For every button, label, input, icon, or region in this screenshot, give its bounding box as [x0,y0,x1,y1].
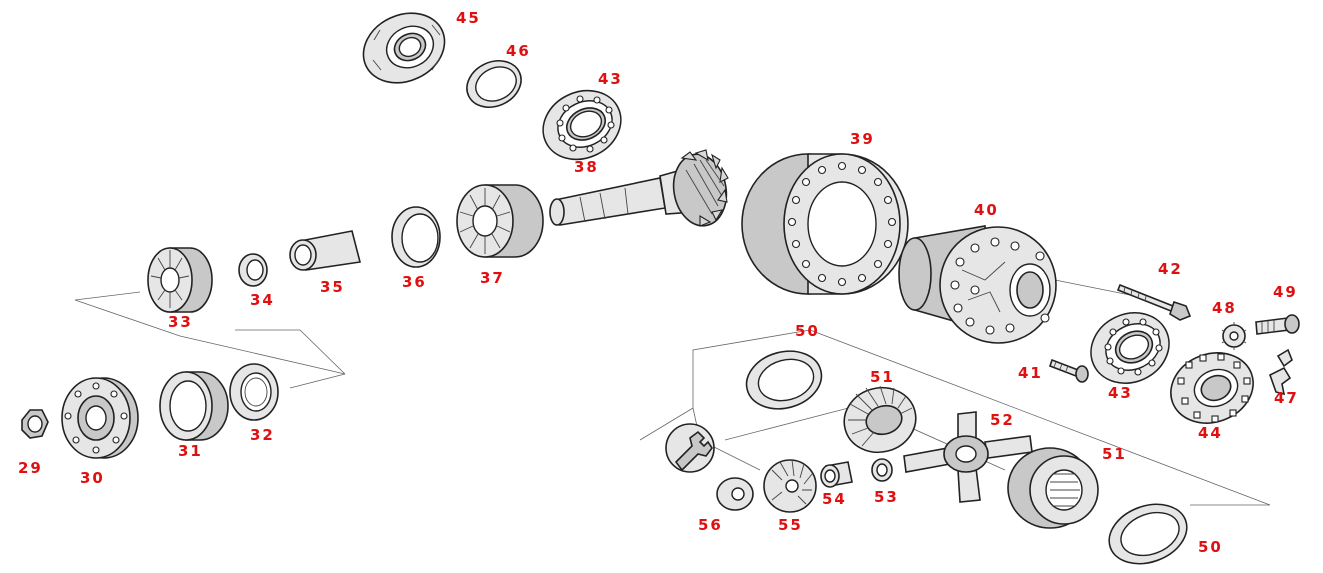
part-29-nut [21,409,49,439]
part-34-seal [238,253,268,287]
part-51-side-gear-bottom [1007,447,1099,529]
part-51-side-gear-top [843,385,917,454]
wrench-icon [665,423,715,473]
part-53-thrust-washer [871,458,893,482]
callout-55: 55 [778,516,803,534]
callout-34: 34 [250,291,275,309]
callout-50-bottom: 50 [1198,538,1223,556]
part-47-lock-tab [1269,348,1293,396]
callout-38: 38 [574,158,599,176]
callout-30: 30 [80,469,105,487]
callout-31: 31 [178,442,203,460]
callout-35: 35 [320,278,345,296]
callout-53: 53 [874,488,899,506]
callout-42: 42 [1158,260,1183,278]
callout-51-top: 51 [870,368,895,386]
callout-40: 40 [974,201,999,219]
part-54-bushing [820,461,853,488]
part-38-pinion-shaft [549,149,729,227]
callout-labels: 29 30 31 32 33 34 35 36 37 38 39 40 41 4… [18,9,1299,556]
callout-43-top: 43 [598,70,623,88]
part-36-shim-ring [391,206,441,268]
callout-56: 56 [698,516,723,534]
callout-39: 39 [850,130,875,148]
callout-54: 54 [822,490,847,508]
callout-50-top: 50 [795,322,820,340]
part-37-roller-bearing [456,184,544,258]
part-40-differential-case [898,225,1057,344]
part-35-spacer-tube [289,230,361,271]
part-30-companion-flange [61,377,139,459]
callout-36: 36 [402,273,427,291]
callout-47: 47 [1274,389,1299,407]
part-43-ball-bearing-bottom [1090,312,1170,384]
callout-52: 52 [990,411,1015,429]
callout-46: 46 [506,42,531,60]
part-56-washer [716,477,754,511]
callout-41: 41 [1018,364,1043,382]
part-44-adjusting-ring [1170,352,1254,424]
callout-33: 33 [168,313,193,331]
part-46-race-ring [466,60,522,108]
part-55-pinion-gear [763,459,817,513]
part-50-thrust-washer-bottom [1108,503,1188,565]
part-42-long-bolt [1116,283,1192,321]
part-45-bearing-cage [362,12,446,84]
callout-29: 29 [18,459,43,477]
callout-51-bottom: 51 [1102,445,1127,463]
part-50-thrust-washer-top [745,350,823,410]
callout-37: 37 [480,269,505,287]
part-43-ball-bearing-top [542,89,622,161]
callout-49: 49 [1273,283,1298,301]
part-39-ring-gear [741,153,909,295]
part-49-short-bolt [1255,314,1300,335]
part-31-seal-cup [159,371,229,441]
part-33-roller-bearing [147,247,213,313]
part-41-short-bolt [1048,358,1089,383]
part-48-small-gear [1221,322,1247,350]
callout-32: 32 [250,426,275,444]
part-32-seal [229,363,279,421]
part-52-spider-cross [903,411,1033,503]
callout-48: 48 [1212,299,1237,317]
callout-45: 45 [456,9,481,27]
callout-43-bottom: 43 [1108,384,1133,402]
callout-44: 44 [1198,424,1223,442]
